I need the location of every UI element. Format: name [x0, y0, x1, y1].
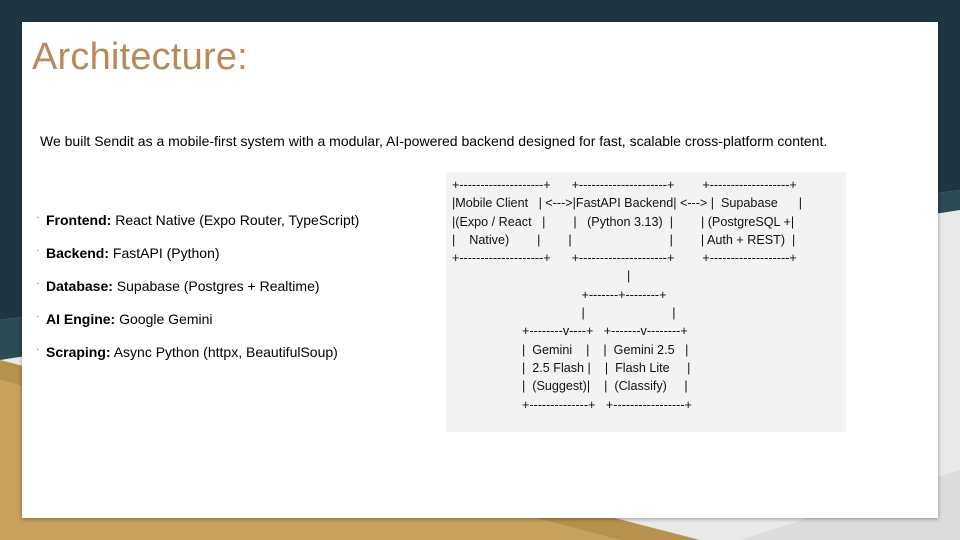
bullet-label: Frontend:: [46, 212, 112, 228]
list-item-scraping: · Scraping: Async Python (httpx, Beautif…: [36, 344, 359, 377]
bullet-dot-icon: ·: [36, 245, 40, 256]
slide-title: Architecture:: [32, 36, 248, 78]
bullet-label: Backend:: [46, 245, 110, 261]
intro-paragraph: We built Sendit as a mobile-first system…: [40, 133, 828, 149]
bullet-label: Database:: [46, 278, 113, 294]
ascii-architecture-diagram: +--------------------+ +----------------…: [452, 178, 803, 412]
bullet-dot-icon: ·: [36, 311, 40, 322]
tech-stack-list: · Frontend: React Native (Expo Router, T…: [36, 212, 359, 377]
list-item-frontend: · Frontend: React Native (Expo Router, T…: [36, 212, 359, 245]
bullet-text: Supabase (Postgres + Realtime): [112, 278, 320, 294]
bullet-text: Async Python (httpx, BeautifulSoup): [110, 344, 338, 360]
bullet-label: Scraping:: [46, 344, 111, 360]
architecture-diagram-image: +--------------------+ +----------------…: [446, 172, 846, 432]
bullet-dot-icon: ·: [36, 212, 40, 223]
bullet-dot-icon: ·: [36, 344, 40, 355]
slide-card: Architecture: We built Sendit as a mobil…: [22, 22, 938, 518]
list-item-ai-engine: · AI Engine: Google Gemini: [36, 311, 359, 344]
list-item-backend: · Backend: FastAPI (Python): [36, 245, 359, 278]
bullet-dot-icon: ·: [36, 278, 40, 289]
bullet-text: FastAPI (Python): [109, 245, 220, 261]
bullet-text: React Native (Expo Router, TypeScript): [111, 212, 360, 228]
list-item-database: · Database: Supabase (Postgres + Realtim…: [36, 278, 359, 311]
bullet-text: Google Gemini: [115, 311, 213, 327]
bullet-label: AI Engine:: [46, 311, 116, 327]
